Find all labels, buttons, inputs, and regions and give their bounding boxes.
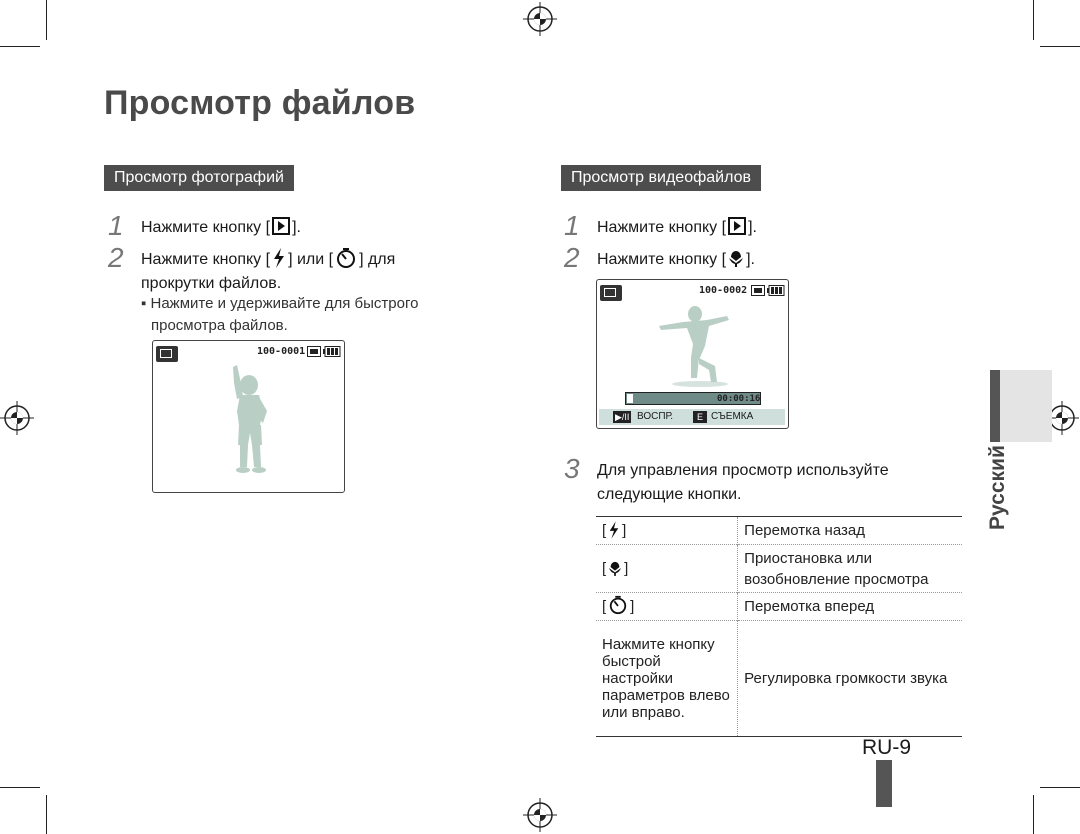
- play-pause-key: ▶/II: [613, 411, 632, 423]
- section-header-videos: Просмотр видеофайлов: [561, 165, 761, 191]
- battery-icon: [767, 285, 785, 296]
- crop-mark: [1040, 787, 1080, 788]
- playback-mode-icon: [156, 346, 178, 362]
- table-key-cell: []: [596, 516, 739, 545]
- controls-table: [] Перемотка назад [] Приостановка или в…: [596, 516, 962, 737]
- language-tab: [990, 370, 1052, 442]
- step-text-part: ].: [746, 251, 755, 268]
- lcd-softkey-bar: ▶/II ВОСПР. E СЪЕМКА: [599, 409, 785, 425]
- flash-icon: [609, 520, 619, 539]
- play-button-icon: [272, 217, 291, 236]
- macro-icon: [609, 561, 622, 576]
- step-text: Для управления просмотр используйте: [597, 462, 889, 479]
- file-counter: 100-0001: [257, 346, 306, 357]
- table-row: [] Перемотка назад: [596, 516, 962, 545]
- registration-mark-icon: [523, 2, 557, 36]
- bullet-note-line2: просмотра файлов.: [151, 317, 288, 334]
- table-row: [] Перемотка вперед: [596, 592, 962, 621]
- e-key: E: [693, 411, 708, 423]
- page-marker-bar: [876, 760, 892, 807]
- timer-icon: [337, 248, 356, 269]
- step-text-line2: следующие кнопки.: [597, 486, 742, 503]
- bullet-note: ▪ Нажмите и удерживайте для быстрого: [141, 295, 419, 312]
- memory-icon: [307, 346, 321, 357]
- camera-lcd-video: 100-0002 00:00:16 ▶/II ВОСПР. E СЪЕМКА: [596, 279, 789, 429]
- timer-icon: [609, 596, 627, 615]
- crop-mark: [46, 795, 47, 834]
- step-number: 2: [108, 242, 124, 273]
- table-row: Нажмите кнопку быстрой настройки парамет…: [596, 620, 962, 737]
- step-text-part: ] или [: [288, 251, 334, 268]
- step-number: 1: [108, 210, 124, 241]
- registration-mark-icon: [0, 401, 34, 435]
- step-text: Нажмите кнопку [].: [141, 216, 301, 240]
- dancer-silhouette-icon: [659, 306, 729, 387]
- crop-mark: [1033, 795, 1034, 834]
- camera-lcd-photo: 100-0001: [152, 340, 345, 493]
- crop-mark: [0, 787, 40, 788]
- step-text-part: Нажмите кнопку [: [141, 251, 271, 268]
- step-text-part: Нажмите кнопку [: [597, 251, 727, 268]
- crop-mark: [0, 46, 40, 47]
- table-value-cell: Приостановка или возобновление просмотра: [744, 549, 929, 588]
- step-number: 2: [564, 242, 580, 273]
- table-value-cell: Перемотка вперед: [744, 598, 875, 615]
- memory-icon: [751, 285, 765, 296]
- step-text-part: Нажмите кнопку [: [141, 219, 271, 236]
- step-text-part: Нажмите кнопку [: [597, 219, 727, 236]
- table-key-cell: Нажмите кнопку быстрой настройки парамет…: [596, 620, 739, 737]
- table-row: [] Приостановка или возобновление просмо…: [596, 544, 962, 593]
- language-tab-bar: [990, 370, 1000, 442]
- step-text-line2: прокрутки файлов.: [141, 275, 282, 292]
- playback-mode-icon: [600, 285, 622, 301]
- play-label: ВОСПР.: [637, 411, 674, 422]
- registration-mark-icon: [1045, 401, 1079, 435]
- step-number: 3: [564, 453, 580, 484]
- registration-mark-icon: [523, 798, 557, 832]
- step-number: 1: [564, 210, 580, 241]
- page-title: Просмотр файлов: [104, 84, 416, 122]
- step-text: Нажмите кнопку [].: [597, 216, 757, 240]
- language-label: Русский: [986, 445, 1009, 530]
- table-key-cell: []: [596, 544, 739, 593]
- elapsed-time: 00:00:16: [717, 394, 761, 404]
- table-value-cell: Перемотка назад: [744, 522, 865, 539]
- crop-mark: [1040, 46, 1080, 47]
- section-header-photos: Просмотр фотографий: [104, 165, 294, 191]
- step-text-part: ].: [292, 219, 301, 236]
- file-counter: 100-0002: [699, 285, 748, 296]
- progress-bar: [625, 392, 761, 405]
- page-number: RU-9: [862, 736, 912, 759]
- flash-icon: [274, 248, 285, 269]
- shoot-label: СЪЕМКА: [711, 411, 754, 422]
- battery-icon: [323, 346, 341, 357]
- step-text: Нажмите кнопку [ ] или [ ] для: [141, 248, 395, 272]
- person-silhouette-icon: [233, 365, 267, 473]
- step-text-part: ].: [748, 219, 757, 236]
- play-button-icon: [728, 217, 747, 236]
- progress-marker: [627, 394, 633, 403]
- step-text-part: ] для: [359, 251, 396, 268]
- table-key-cell: []: [596, 592, 739, 621]
- table-value-cell: Регулировка громкости звука: [744, 670, 948, 687]
- macro-icon: [729, 251, 744, 268]
- step-text: Нажмите кнопку [].: [597, 248, 755, 272]
- crop-mark: [46, 0, 47, 40]
- crop-mark: [1033, 0, 1034, 40]
